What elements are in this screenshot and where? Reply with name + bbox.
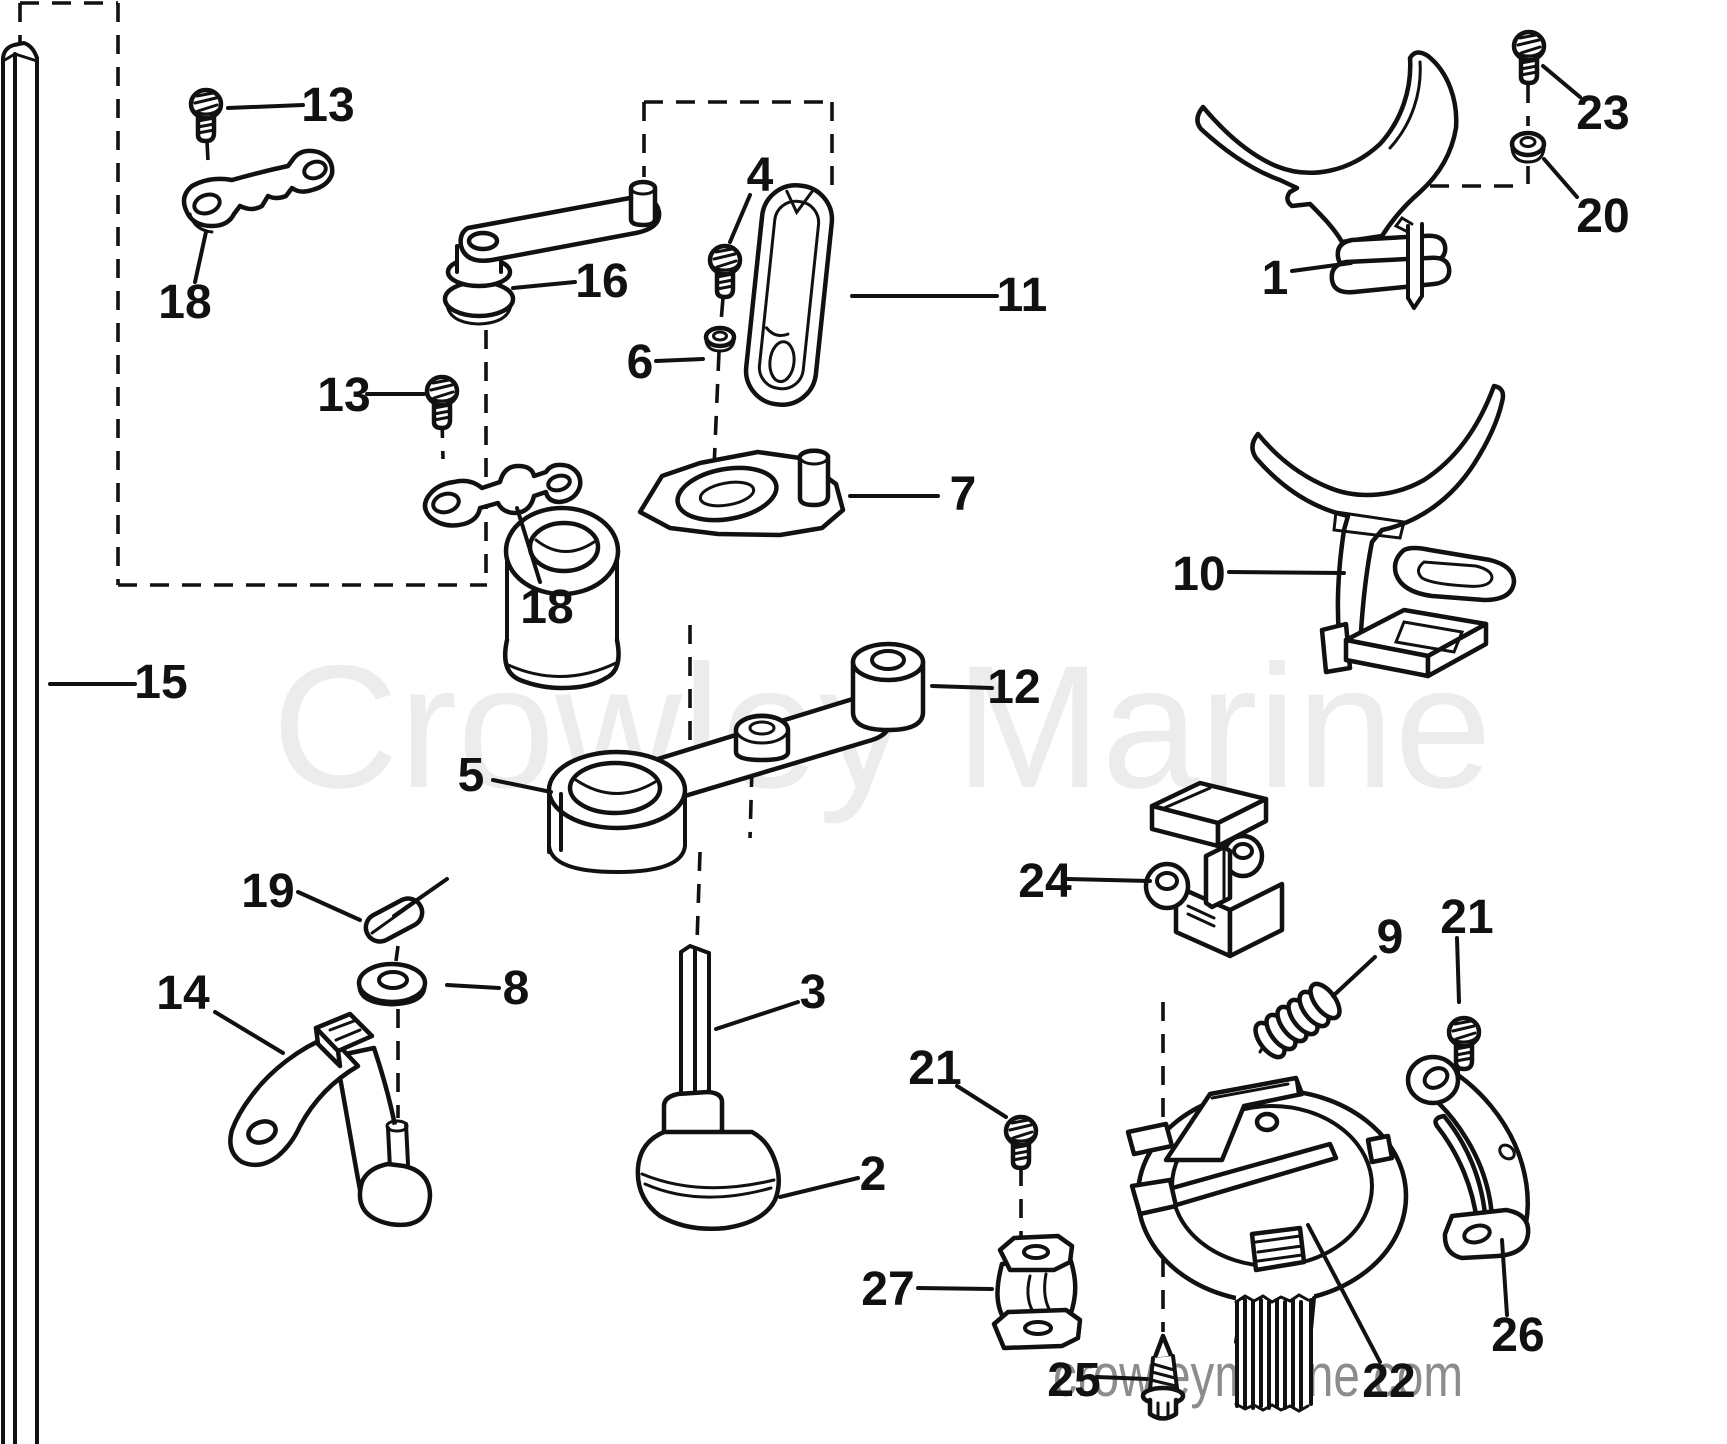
washer-6: [703, 325, 737, 353]
part-26-crescent: [1405, 1054, 1531, 1261]
callout-24: 24: [1018, 855, 1072, 908]
callout-1: 1: [1262, 252, 1289, 305]
callout-3: 3: [800, 966, 827, 1019]
callout-16: 16: [575, 255, 628, 308]
callout-5: 5: [458, 749, 485, 802]
part-9-spring: [1253, 981, 1342, 1060]
callout-18a: 18: [158, 276, 211, 329]
screw-13b: [427, 377, 457, 428]
part-22-cable-ribs: [1234, 1293, 1313, 1413]
callout-11: 11: [997, 269, 1048, 322]
part-24-interlock-latch: [1143, 780, 1285, 959]
part-3-shift-rod: [679, 944, 711, 1112]
callout-6: 6: [627, 336, 654, 389]
part-2-shift-knob: [635, 1089, 781, 1232]
assembly-dash-lines: [18, 1, 1530, 1332]
part-19-clip: [363, 877, 449, 944]
part-11-shift-link: [743, 183, 835, 407]
callout-15: 15: [134, 656, 187, 709]
part-18-lever-lower: [422, 462, 583, 528]
part-22-cam-plate: [1125, 1075, 1409, 1413]
screw-25: [1140, 1333, 1186, 1421]
callout-25: 25: [1047, 1354, 1100, 1407]
callout-22: 22: [1362, 1355, 1415, 1408]
callout-13a: 13: [301, 79, 354, 132]
part-15-link-rod: [1, 41, 39, 1444]
callout-7: 7: [950, 468, 977, 521]
part-14-detent-bracket: [228, 1011, 433, 1228]
washer-8: [356, 961, 428, 1007]
screw-4: [710, 246, 740, 297]
callout-14: 14: [156, 967, 210, 1020]
callout-19: 19: [241, 865, 294, 918]
washer-20: [1509, 130, 1547, 164]
screw-21a: [1006, 1117, 1036, 1168]
part-12-bushing: [850, 641, 926, 733]
part-7-cam-bracket: [502, 448, 846, 691]
screw-13a: [191, 90, 221, 141]
callout-21b: 21: [1440, 891, 1493, 944]
callout-leader-lines: [48, 64, 1582, 1381]
part-1-shift-fork: [1195, 50, 1459, 310]
callout-4: 4: [747, 149, 774, 202]
callout-20: 20: [1576, 190, 1629, 243]
screw-21b: [1449, 1018, 1479, 1069]
part-5-throttle-arm: [546, 641, 926, 874]
callout-18b: 18: [520, 581, 573, 634]
callout-8: 8: [503, 962, 530, 1015]
callout-12: 12: [987, 661, 1040, 714]
part-10-shift-fork: [1250, 383, 1517, 679]
callout-labels: 13 18 16 13 4 11 6 7 18 15 12 5 19 8 14 …: [134, 79, 1629, 1408]
callout-23: 23: [1576, 87, 1629, 140]
screw-23: [1514, 32, 1544, 83]
callout-13b: 13: [317, 369, 370, 422]
part-16-crank-arm: [442, 179, 662, 326]
parts-artwork: [1, 32, 1547, 1444]
callout-26: 26: [1491, 1309, 1544, 1362]
callout-27: 27: [861, 1263, 914, 1316]
callout-2: 2: [860, 1148, 887, 1201]
callout-21a: 21: [908, 1042, 961, 1095]
callout-9: 9: [1377, 911, 1404, 964]
part-27-cable-clamp: [991, 1233, 1083, 1351]
callout-10: 10: [1172, 548, 1225, 601]
part-18-lever-top: [181, 148, 335, 234]
